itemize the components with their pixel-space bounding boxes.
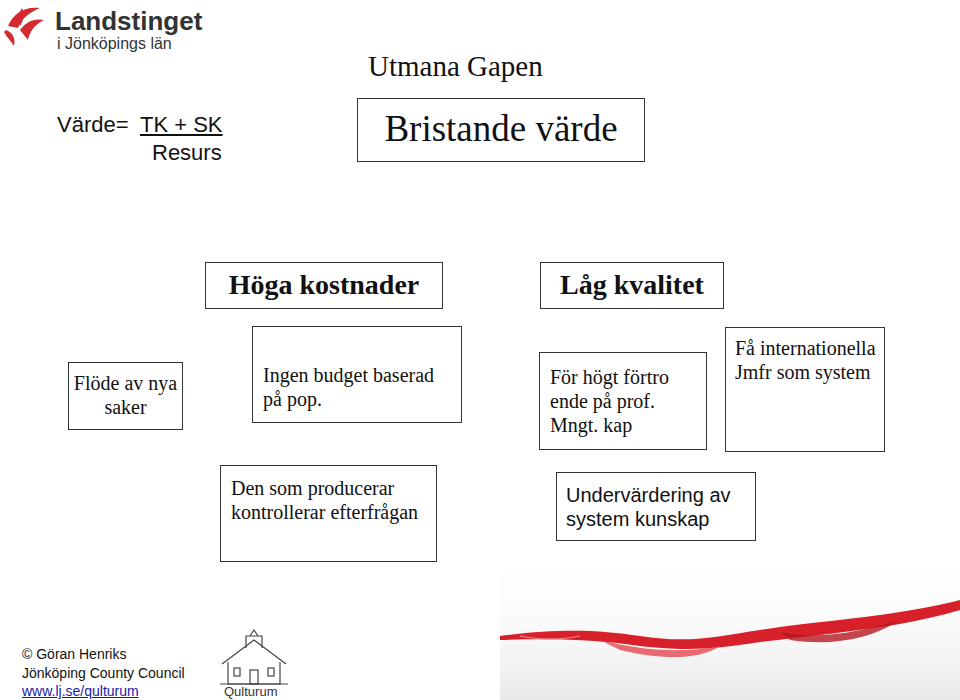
box-text: Bristande värde [370,107,632,151]
box-text: Få internationella Jmfr som system [735,336,878,384]
cause-box: Flöde av nya saker [68,362,183,430]
box-text: Ingen budget baserad på pop. [263,363,451,411]
organisation-text: Jönköping County Council [22,665,185,681]
box-text: Låg kvalitet [549,268,715,302]
copyright-text: © Göran Henriks [22,646,126,662]
cause-box: Den som producerar kontrollerar efterfrå… [220,465,437,562]
box-text: Undervärdering av system kunskap [566,483,747,531]
box-text: Flöde av nya saker [73,371,178,419]
main-box: Bristande värde [357,98,645,162]
logo-name: Landstinget [55,6,202,37]
background-shade [500,545,960,700]
category-box: Låg kvalitet [540,262,724,309]
logo-subtitle: i Jönköpings län [57,35,172,53]
logo-icon [4,8,44,46]
formula-numerator: TK + SK [140,112,223,138]
qulturum-building-icon [220,630,288,684]
red-ribbon [500,600,960,657]
cause-box: Ingen budget baserad på pop. [252,326,462,423]
website-link: www.lj.se/qulturum [22,683,139,699]
slide-title: Utmana Gapen [368,50,543,83]
box-text: Den som producerar kontrollerar efterfrå… [231,476,426,524]
box-text: Höga kostnader [214,268,434,302]
formula-text: Värde= [57,112,129,138]
category-box: Höga kostnader [205,262,443,309]
formula-denominator: Resurs [152,140,222,166]
box-text: För högt förtro ende på prof. Mngt. kap [550,365,700,437]
cause-box: Undervärdering av system kunskap [556,472,756,541]
qulturum-logo-text: Qulturum [224,684,277,699]
cause-box: För högt förtro ende på prof. Mngt. kap [539,352,707,450]
cause-box: Få internationella Jmfr som system [725,327,885,452]
